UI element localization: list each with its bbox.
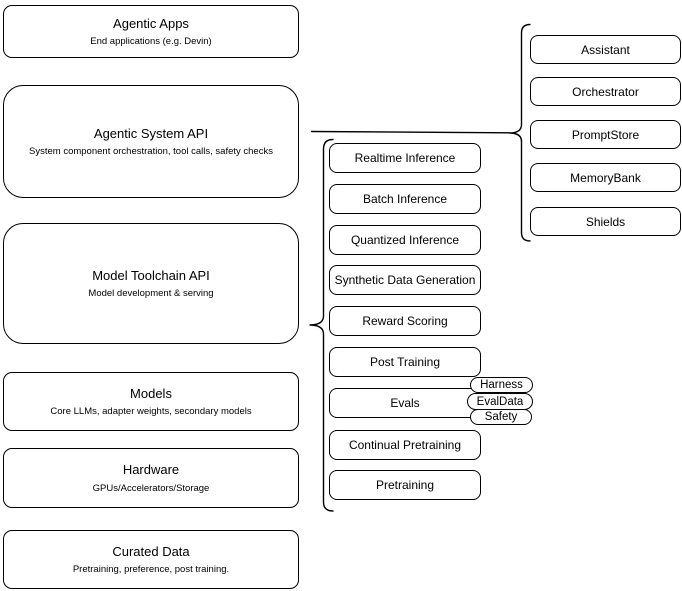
node-title: Curated Data xyxy=(112,543,190,559)
node-realtime-inference: Realtime Inference xyxy=(329,143,481,173)
node-batch-inference: Batch Inference xyxy=(329,184,481,214)
node-curated-data: Curated Data Pretraining, preference, po… xyxy=(3,530,299,589)
node-models: Models Core LLMs, adapter weights, secon… xyxy=(3,372,299,431)
node-title: Agentic Apps xyxy=(113,15,189,31)
pill-harness: Harness xyxy=(470,377,533,393)
system-connector-line xyxy=(310,130,511,134)
pill-evaldata: EvalData xyxy=(467,393,533,410)
node-reward-scoring: Reward Scoring xyxy=(329,306,481,336)
node-promptstore: PromptStore xyxy=(530,120,681,149)
node-synthetic-data-generation: Synthetic Data Generation xyxy=(329,265,481,295)
node-quantized-inference: Quantized Inference xyxy=(329,225,481,255)
node-agentic-system-api: Agentic System API System component orch… xyxy=(3,85,299,198)
node-subtitle: Core LLMs, adapter weights, secondary mo… xyxy=(50,406,252,418)
node-title: Model Toolchain API xyxy=(92,267,210,283)
node-title: Agentic System API xyxy=(93,125,209,141)
node-assistant: Assistant xyxy=(530,35,681,64)
node-continual-pretraining: Continual Pretraining xyxy=(329,430,481,460)
node-subtitle: System component orchestration, tool cal… xyxy=(29,146,273,158)
node-orchestrator: Orchestrator xyxy=(530,77,681,106)
pill-safety: Safety xyxy=(470,409,532,425)
node-post-training: Post Training xyxy=(329,347,481,377)
node-title: Models xyxy=(130,385,172,401)
node-shields: Shields xyxy=(530,207,681,236)
node-hardware: Hardware GPUs/Accelerators/Storage xyxy=(3,448,299,508)
node-subtitle: GPUs/Accelerators/Storage xyxy=(92,482,210,494)
node-model-toolchain-api: Model Toolchain API Model development & … xyxy=(3,223,299,344)
node-subtitle: End applications (e.g. Devin) xyxy=(90,36,212,48)
system-group-brace xyxy=(509,23,531,242)
node-agentic-apps: Agentic Apps End applications (e.g. Devi… xyxy=(3,5,299,58)
node-pretraining: Pretraining xyxy=(329,470,481,500)
node-subtitle: Model development & serving xyxy=(88,288,214,300)
node-subtitle: Pretraining, preference, post training. xyxy=(72,564,230,576)
node-evals: Evals xyxy=(329,388,481,418)
node-title: Hardware xyxy=(122,462,180,477)
node-memorybank: MemoryBank xyxy=(530,163,681,192)
